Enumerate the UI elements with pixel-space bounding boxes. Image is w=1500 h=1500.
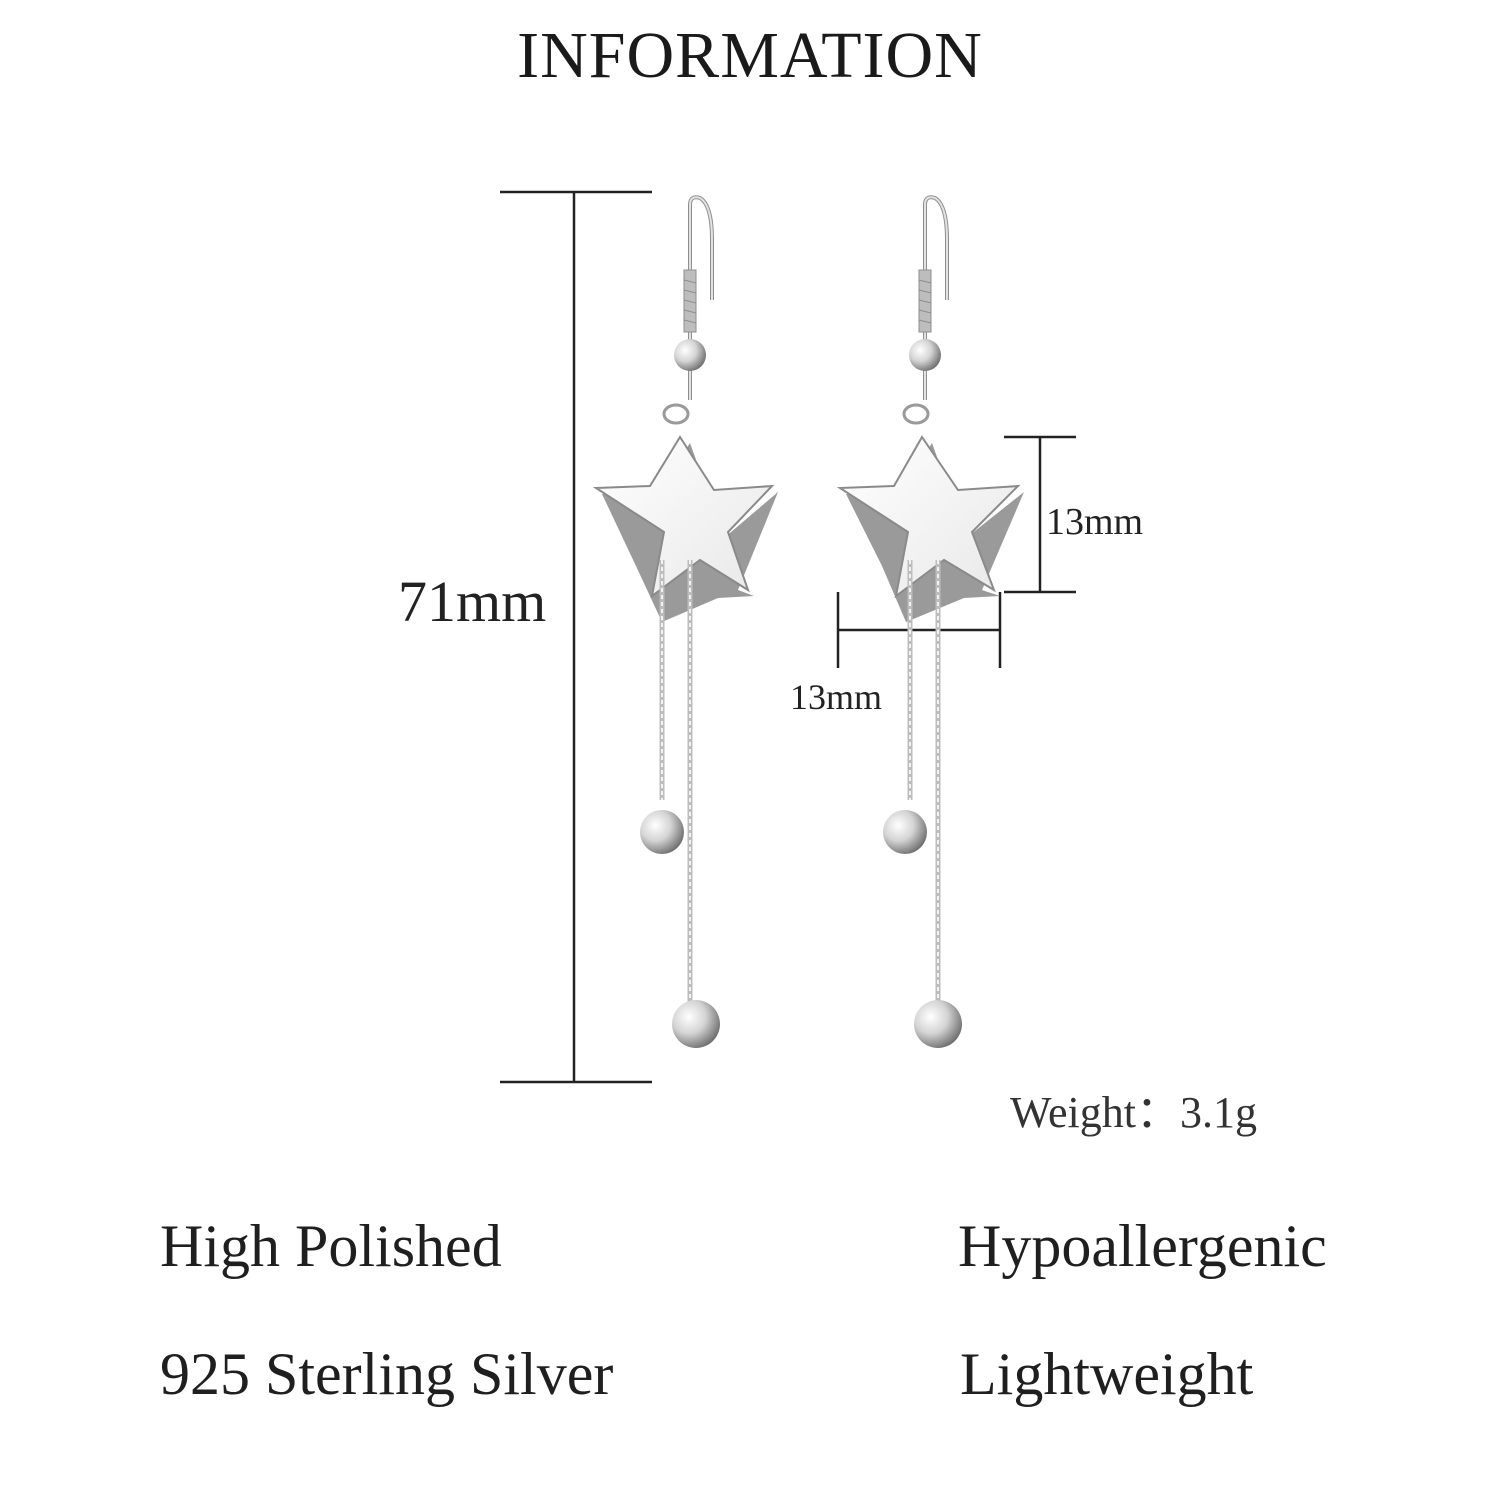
left-earring: [592, 195, 778, 1048]
feature-sterling-silver: 925 Sterling Silver: [160, 1341, 614, 1407]
star-width-dimension-line: [836, 592, 1002, 668]
star-width-label: 13mm: [790, 677, 883, 717]
weight-label: Weight：: [1010, 1088, 1180, 1137]
length-dimension-line: [500, 190, 652, 1084]
length-label: 71mm: [398, 569, 547, 634]
right-earring: [836, 195, 1024, 1048]
feature-lightweight: Lightweight: [960, 1341, 1254, 1407]
weight-text: Weight：3.1g: [1010, 1076, 1257, 1140]
star-height-label: 13mm: [1046, 501, 1144, 543]
star-height-dimension-line: [1004, 435, 1076, 594]
page-title: INFORMATION: [517, 19, 983, 92]
feature-hypoallergenic: Hypoallergenic: [958, 1213, 1327, 1279]
weight-value: 3.1g: [1179, 1088, 1257, 1137]
feature-high-polished: High Polished: [160, 1213, 502, 1279]
